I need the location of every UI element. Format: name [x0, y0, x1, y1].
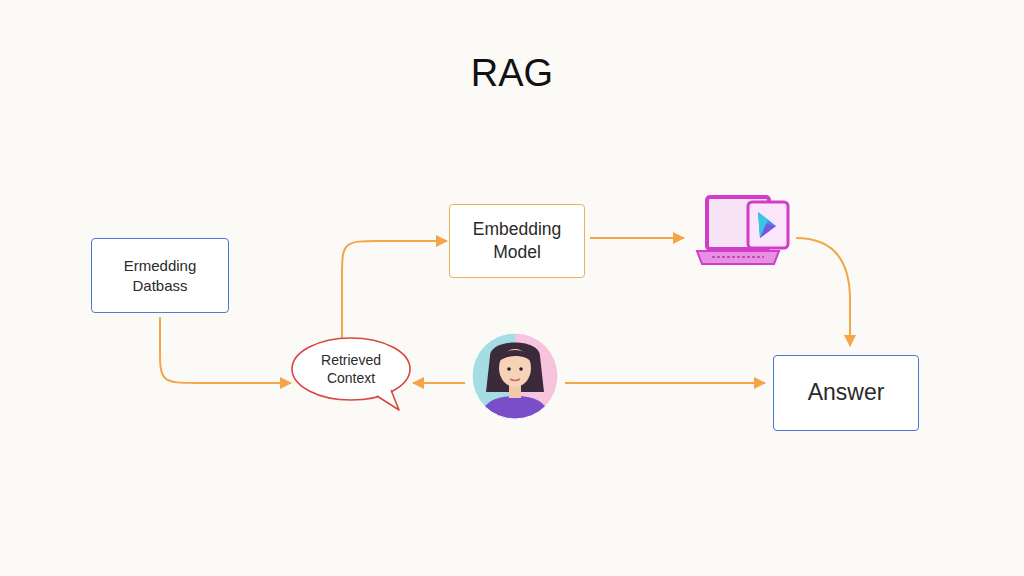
flow-arrow [590, 237, 684, 239]
flow-arrow [565, 382, 765, 384]
node-label: Ermedding Datbass [114, 256, 206, 295]
diagram-title: RAG [0, 52, 1024, 95]
flow-arrow [160, 317, 291, 383]
user-avatar [470, 330, 561, 422]
context-bubble: Retrieved Context [290, 336, 412, 402]
database-box: Ermedding Datbass [91, 238, 229, 313]
flow-arrow [342, 241, 447, 338]
node-label: Retrieved Context [311, 351, 391, 387]
laptop-icon [697, 197, 788, 264]
node-label: Answer [808, 378, 885, 408]
node-label: Embedding Model [467, 218, 567, 264]
model-box: Embedding Model [449, 204, 585, 278]
answer-box: Answer [773, 355, 919, 431]
speech-bubble-outline [290, 336, 412, 402]
flow-arrow [413, 382, 465, 384]
flow-arrow [796, 238, 850, 346]
